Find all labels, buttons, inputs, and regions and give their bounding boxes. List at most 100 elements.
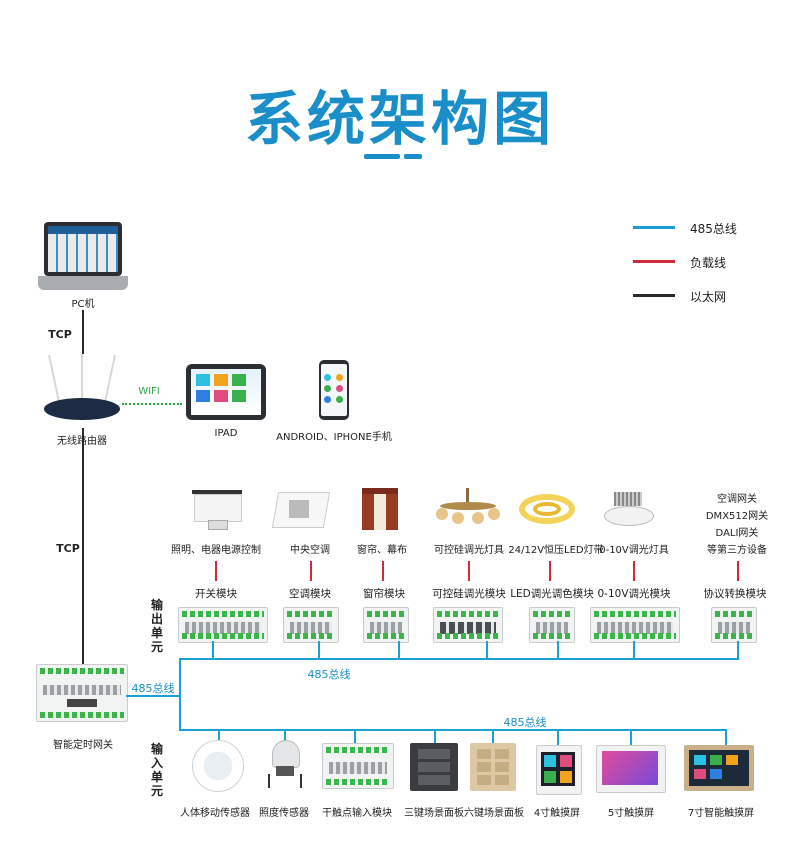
- ipad-icon: [186, 364, 266, 420]
- bus-label-lower: 485总线: [503, 716, 547, 729]
- bus-label-upper: 485总线: [307, 668, 351, 681]
- wifi-link: [122, 403, 182, 405]
- load-line-led: [549, 561, 551, 581]
- bus-drop-010v: [633, 641, 635, 659]
- load-label-led-strip: 24/12V恒压LED灯带: [508, 545, 604, 556]
- led-strip-icon: [519, 490, 575, 530]
- load-label-010v: 0-10V调光灯具: [599, 545, 669, 556]
- phone-label: ANDROID、IPHONE手机: [276, 432, 392, 443]
- bus-drop-protocol: [737, 641, 739, 659]
- bus-drop-curtain: [398, 641, 400, 659]
- input-label-pir: 人体移动传感器: [180, 808, 250, 819]
- ac-module: [283, 607, 339, 643]
- 010v-module: [590, 607, 680, 643]
- legend-swatch-485: [633, 226, 675, 229]
- load-label-lighting: 照明、电器电源控制: [171, 545, 261, 556]
- input-label-lux: 照度传感器: [259, 808, 309, 819]
- input-label-3key: 三键场景面板: [404, 808, 464, 819]
- bus-line-upper: [179, 658, 739, 660]
- bus-drop-5inch: [630, 729, 632, 745]
- load-line-lighting: [215, 561, 217, 581]
- bus-drop-pir: [218, 729, 220, 741]
- module-label-curtain: 窗帘模块: [363, 588, 405, 600]
- bus-drop-6key: [492, 729, 494, 743]
- led-module: [529, 607, 575, 643]
- title-underline: [364, 154, 400, 159]
- input-label-7inch: 7寸智能触摸屏: [687, 808, 755, 819]
- three-key-panel-icon: [410, 743, 458, 791]
- legend-label-ethernet: 以太网: [690, 290, 727, 304]
- ipad-label: IPAD: [214, 428, 238, 439]
- bus-label-left: 485总线: [131, 682, 175, 695]
- router-icon: [40, 354, 124, 428]
- title-underline-short: [404, 154, 422, 159]
- module-label-led: LED调光调色模块: [510, 588, 594, 600]
- pc-label: PC机: [71, 299, 95, 310]
- smart-timer-gateway: [36, 664, 128, 722]
- legend-label-load: 负载线: [690, 256, 727, 270]
- wifi-label: WIFI: [138, 386, 160, 397]
- load-line-curtain: [382, 561, 384, 581]
- chandelier-icon: [434, 488, 502, 530]
- router-label: 无线路由器: [57, 436, 107, 447]
- tcp-label-top: TCP: [48, 328, 72, 341]
- pir-sensor-icon: [192, 740, 244, 792]
- module-label-010v: 0-10V调光模块: [597, 588, 671, 600]
- load-label-curtain: 窗帘、幕布: [357, 545, 407, 556]
- scr-dimming-module: [433, 607, 503, 643]
- central-ac-icon: [271, 492, 331, 528]
- bus-drop-scr: [486, 641, 488, 659]
- module-label-switch: 开关模块: [195, 588, 237, 600]
- phone-icon: [319, 360, 349, 420]
- bus-drop-switch: [212, 641, 214, 659]
- downlight-icon: [602, 492, 654, 528]
- output-unit-label: 输出单元: [150, 598, 163, 654]
- gateway-list-item-third-party: 等第三方设备: [707, 545, 767, 556]
- legend-swatch-load: [633, 260, 675, 263]
- gateway-list-item-ac: 空调网关: [717, 494, 757, 505]
- module-label-protocol: 协议转换模块: [703, 588, 767, 600]
- bus-line-lower: [179, 729, 727, 731]
- gateway-list-item-dmx512: DMX512网关: [705, 511, 769, 522]
- load-label-central-ac: 中央空调: [290, 545, 330, 556]
- gateway-label: 智能定时网关: [53, 740, 113, 751]
- curtain-icon: [362, 488, 398, 530]
- gateway-list-item-dali: DALI网关: [715, 528, 759, 539]
- load-line-protocol: [737, 561, 739, 581]
- tcp-label-bottom: TCP: [56, 542, 80, 555]
- bus-drop-led: [557, 641, 559, 659]
- ethernet-line: [82, 310, 84, 692]
- load-line-scr: [468, 561, 470, 581]
- switch-module: [178, 607, 268, 643]
- legend-label-485: 485总线: [690, 222, 737, 236]
- bus-drop-4inch: [557, 729, 559, 745]
- page-title: 系统架构图: [244, 85, 555, 153]
- bus-drop-7inch: [725, 729, 727, 745]
- touchscreen-5inch-icon: [596, 745, 666, 793]
- input-unit-label: 输入单元: [150, 742, 163, 798]
- input-label-dry-contact: 干触点输入模块: [322, 808, 392, 819]
- dry-contact-module: [322, 743, 394, 789]
- touchscreen-4inch-icon: [536, 745, 582, 795]
- touchscreen-7inch-icon: [684, 745, 754, 791]
- input-label-6key: 六键场景面板: [464, 808, 524, 819]
- bus-drop-ac: [318, 641, 320, 659]
- protocol-module: [711, 607, 757, 643]
- load-line-central-ac: [310, 561, 312, 581]
- lux-sensor-icon: [262, 740, 308, 790]
- six-key-panel-icon: [470, 743, 516, 791]
- input-label-4inch: 4寸触摸屏: [533, 808, 581, 819]
- bus-line-gateway: [126, 695, 180, 697]
- projector-screen-icon: [190, 490, 244, 530]
- load-line-010v: [633, 561, 635, 581]
- bus-drop-3key: [434, 729, 436, 743]
- module-label-ac: 空调模块: [289, 588, 331, 600]
- bus-drop-lux: [284, 729, 286, 741]
- bus-line-vertical: [179, 658, 181, 730]
- curtain-module: [363, 607, 409, 643]
- bus-drop-dry-contact: [354, 729, 356, 743]
- load-label-scr-dimming: 可控硅调光灯具: [434, 545, 504, 556]
- legend-swatch-ethernet: [633, 294, 675, 297]
- input-label-5inch: 5寸触摸屏: [607, 808, 655, 819]
- module-label-scr: 可控硅调光模块: [432, 588, 506, 600]
